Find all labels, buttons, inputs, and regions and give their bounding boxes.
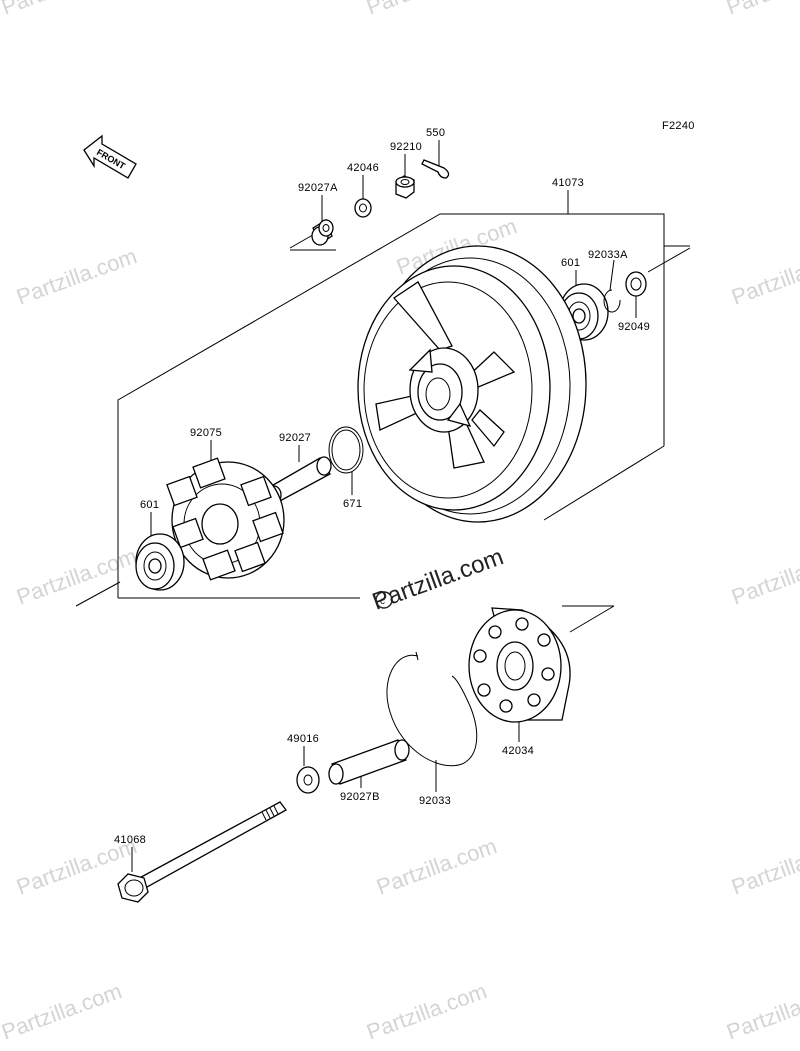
watermark-text: Partzilla.com [13,243,140,310]
bearing-left-part [135,533,185,591]
watermark-text: Partzilla.com [728,833,800,900]
diagram-code: F2240 [662,120,695,132]
coupling-part [468,607,571,723]
callout-671: 671 [343,498,362,510]
callout-601-right: 601 [561,257,580,269]
callout-92075: 92075 [190,427,222,439]
watermark-text: Partzilla.com [728,243,800,310]
collar-part [311,219,334,246]
watermark-text: Partzilla.com [13,543,140,610]
callout-92027: 92027 [279,432,311,444]
callout-92027B: 92027B [340,791,380,803]
callout-42034: 42034 [502,745,534,757]
watermark-text: Partzilla.com [723,0,800,20]
washer-part [354,198,372,218]
callout-42046: 42046 [347,162,379,174]
watermark-text: Partzilla.com [363,978,490,1045]
watermark-text: Partzilla.com [723,978,800,1045]
circlip-small-part [603,289,621,313]
damper-part [166,457,285,581]
rear-wheel-part [357,245,587,523]
callout-92210: 92210 [390,141,422,153]
callout-41068: 41068 [114,834,146,846]
axle-part [117,801,287,903]
callout-labels: 550 92210 42046 92027A 41073 601 92033A … [114,127,650,846]
callout-49016: 49016 [287,733,319,745]
o-ring-part [328,426,364,474]
collar-b-part [328,739,410,785]
watermark-text: Partzilla.com [0,0,125,20]
callout-92027A: 92027A [298,182,338,194]
callout-92033: 92033 [419,795,451,807]
circlip-large-part [386,651,478,767]
watermark-text: Partzilla.com [728,543,800,610]
callout-550: 550 [426,127,445,139]
callout-41073: 41073 [552,177,584,189]
watermark-text: Partzilla.com [373,833,500,900]
oil-seal-part [625,271,647,297]
copyright-icon: c [375,591,393,609]
assembly-outline [75,213,691,633]
washer-large-part [296,766,320,794]
callout-92049: 92049 [618,321,650,333]
cotter-pin-part [421,159,450,179]
callout-601-left: 601 [140,499,159,511]
watermark-text: Partzilla.com [363,0,490,20]
watermark-text: Partzilla.com [0,978,125,1045]
callout-92033A: 92033A [588,249,628,261]
svg-text:c: c [380,596,385,607]
axle-nut-part [395,175,415,199]
front-arrow-icon: FRONT [83,134,137,179]
